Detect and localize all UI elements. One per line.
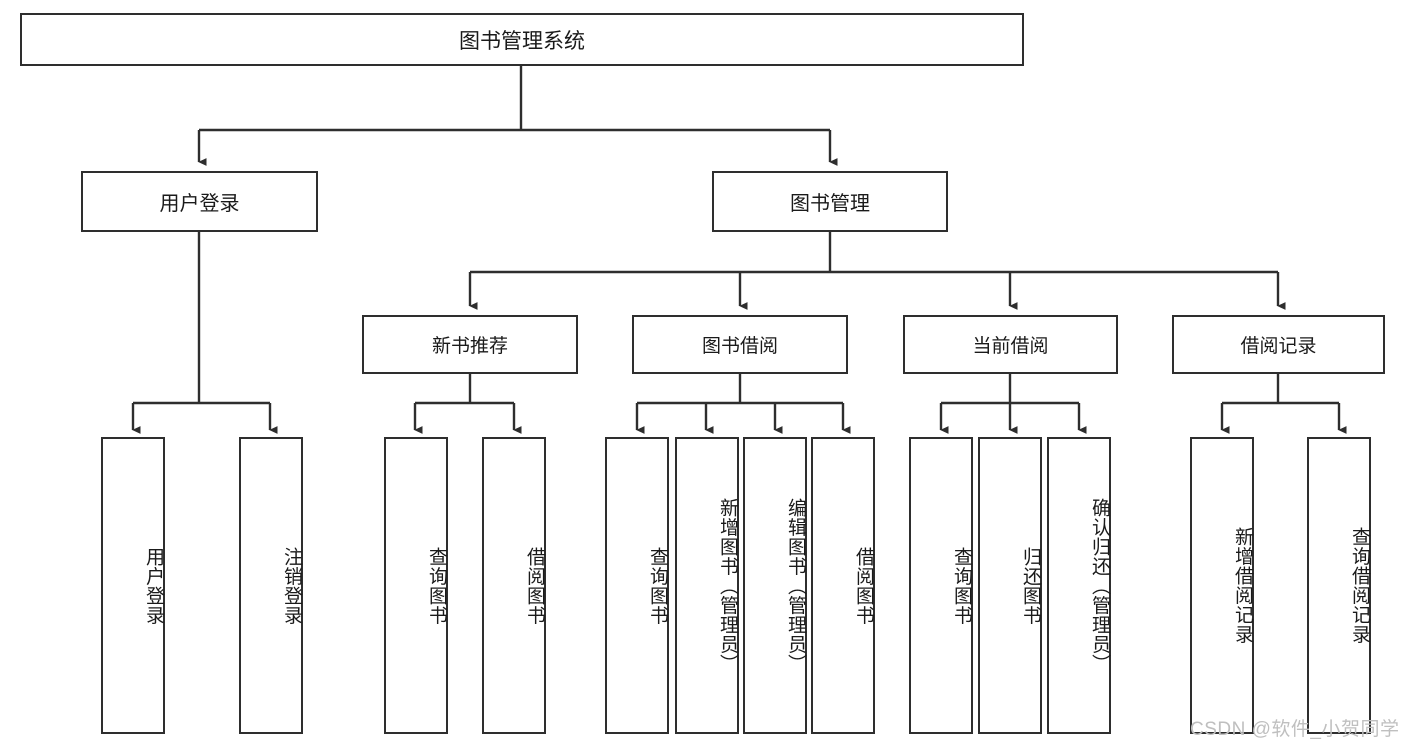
node-label: 新书推荐 xyxy=(431,336,508,357)
node-label: 图书管理系统 xyxy=(459,29,585,53)
leaf-user-login[interactable]: 用户登录 xyxy=(101,437,165,734)
node-root-system[interactable]: 图书管理系统 xyxy=(20,13,1024,66)
leaf-borrow-books-recommend[interactable]: 借阅图书 xyxy=(482,437,546,734)
node-current-borrow[interactable]: 当前借阅 xyxy=(903,315,1118,374)
node-label: 图书借阅 xyxy=(701,336,778,357)
leaf-borrow-books[interactable]: 借阅图书 xyxy=(811,437,875,734)
node-label: 借阅图书 xyxy=(524,546,545,625)
leaf-query-books-recommend[interactable]: 查询图书 xyxy=(384,437,448,734)
leaf-add-book-admin[interactable]: 新增图书（管理员） xyxy=(675,437,739,734)
node-label: 用户登录 xyxy=(159,193,240,215)
node-label: 新增借阅记录 xyxy=(1232,527,1253,644)
csdn-watermark: CSDN @软件_小贺同学 xyxy=(1190,719,1400,740)
leaf-add-borrow-record[interactable]: 新增借阅记录 xyxy=(1190,437,1254,734)
node-book-management[interactable]: 图书管理 xyxy=(712,171,948,232)
node-new-book-recommend[interactable]: 新书推荐 xyxy=(362,315,578,374)
node-borrow-records[interactable]: 借阅记录 xyxy=(1172,315,1385,374)
leaf-logout[interactable]: 注销登录 xyxy=(239,437,303,734)
node-label: 查询图书 xyxy=(426,546,447,625)
node-user-login[interactable]: 用户登录 xyxy=(81,171,318,232)
node-label: 确认归还（管理员） xyxy=(1089,497,1110,674)
node-label: 当前借阅 xyxy=(972,336,1049,357)
node-book-borrow[interactable]: 图书借阅 xyxy=(632,315,848,374)
leaf-query-books-borrow[interactable]: 查询图书 xyxy=(605,437,669,734)
node-label: 用户登录 xyxy=(143,546,164,625)
leaf-query-borrow-record[interactable]: 查询借阅记录 xyxy=(1307,437,1371,734)
node-label: 查询借阅记录 xyxy=(1349,527,1370,644)
node-label: 归还图书 xyxy=(1020,546,1041,625)
node-label: 查询图书 xyxy=(951,546,972,625)
leaf-return-books[interactable]: 归还图书 xyxy=(978,437,1042,734)
leaf-query-books-current[interactable]: 查询图书 xyxy=(909,437,973,734)
node-label: 借阅记录 xyxy=(1240,336,1317,357)
node-label: 图书管理 xyxy=(790,193,870,215)
node-label: 编辑图书（管理员） xyxy=(785,497,806,674)
node-label: 新增图书（管理员） xyxy=(717,497,738,674)
node-label: 注销登录 xyxy=(281,546,302,625)
node-label: 查询图书 xyxy=(647,546,668,625)
leaf-confirm-return-admin[interactable]: 确认归还（管理员） xyxy=(1047,437,1111,734)
node-label: 借阅图书 xyxy=(853,546,874,625)
leaf-edit-book-admin[interactable]: 编辑图书（管理员） xyxy=(743,437,807,734)
